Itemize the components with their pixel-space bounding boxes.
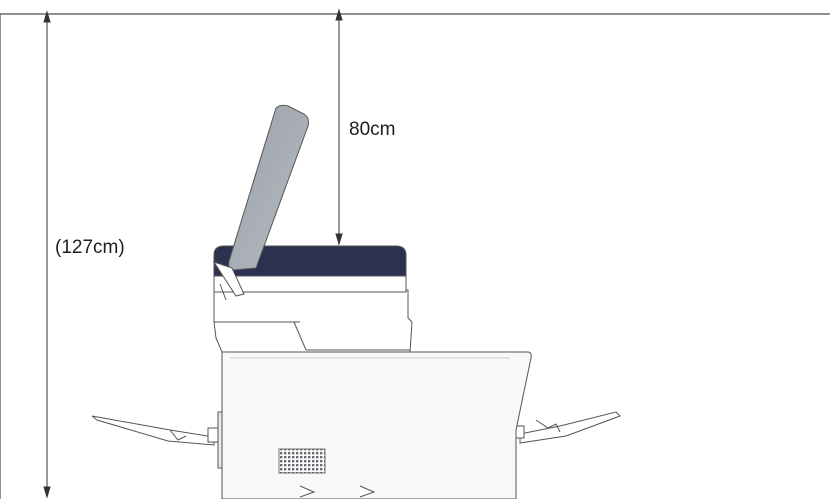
lid-clearance-arrow xyxy=(335,8,343,246)
printer-body xyxy=(217,351,532,499)
total-height-label: (127cm) xyxy=(55,237,125,258)
printer-middle-section xyxy=(213,289,413,353)
left-paper-tray xyxy=(91,415,219,446)
scanner-lid-open xyxy=(212,104,309,301)
right-paper-tray xyxy=(515,411,621,444)
room-outline xyxy=(0,13,830,499)
scanner-unit xyxy=(213,245,407,293)
total-height-arrow xyxy=(43,10,51,499)
lid-clearance-label: 80cm xyxy=(349,119,396,140)
printer-feet xyxy=(299,485,376,498)
vent-grille xyxy=(278,448,326,474)
